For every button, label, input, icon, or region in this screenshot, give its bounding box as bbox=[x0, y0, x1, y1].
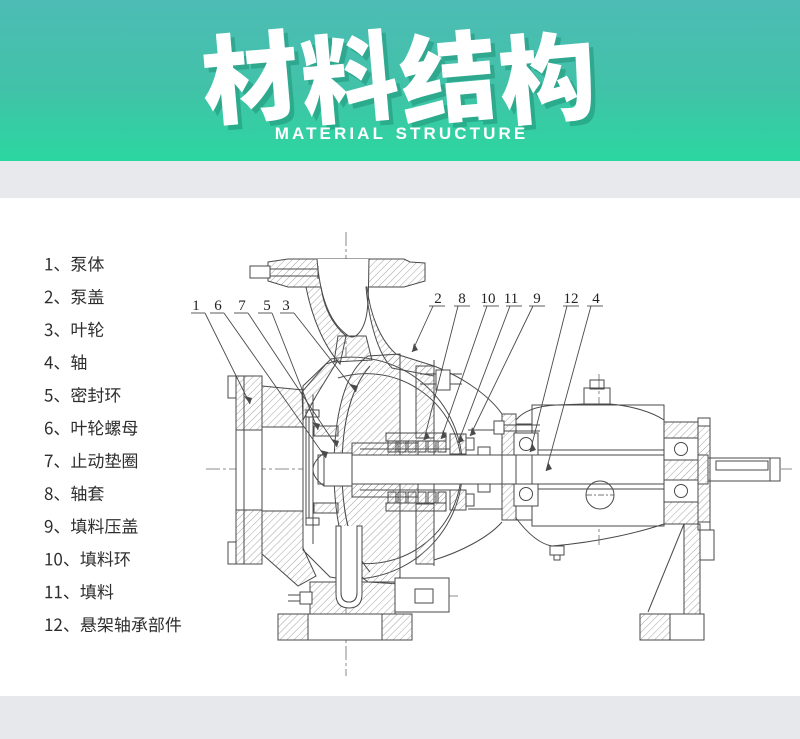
svg-text:5: 5 bbox=[263, 298, 271, 314]
svg-text:8: 8 bbox=[458, 291, 466, 307]
svg-text:2: 2 bbox=[434, 291, 442, 307]
svg-text:4: 4 bbox=[592, 291, 600, 307]
svg-text:3: 3 bbox=[282, 298, 290, 314]
svg-text:7: 7 bbox=[238, 298, 246, 314]
svg-text:9: 9 bbox=[533, 291, 541, 307]
svg-text:12: 12 bbox=[564, 291, 579, 307]
svg-text:1: 1 bbox=[192, 298, 200, 314]
svg-text:11: 11 bbox=[504, 291, 518, 307]
svg-text:6: 6 bbox=[214, 298, 222, 314]
svg-text:10: 10 bbox=[481, 291, 496, 307]
